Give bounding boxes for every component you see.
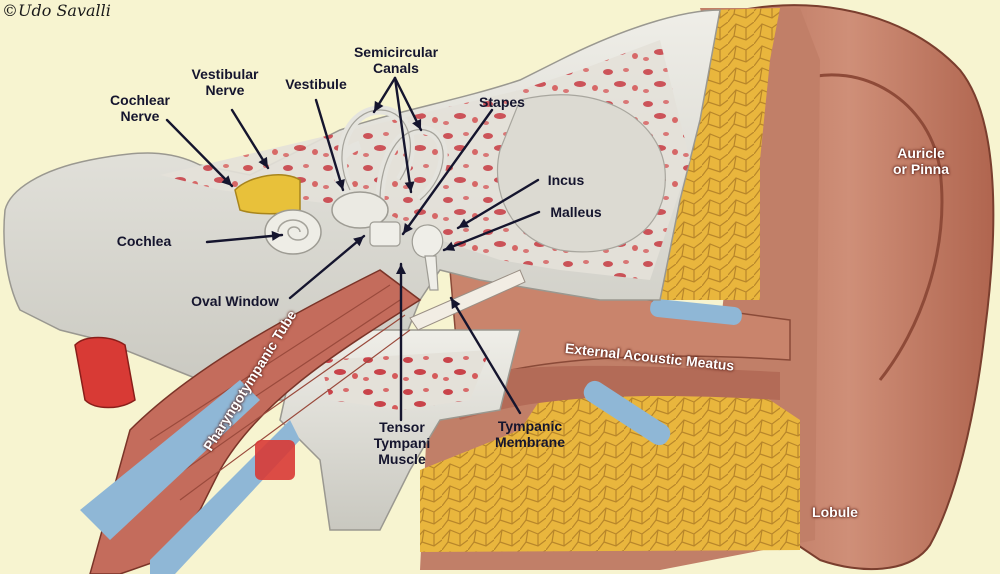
cochlea-shape	[264, 209, 322, 255]
arrowhead-stapes	[403, 222, 413, 234]
nerve-bundle	[234, 174, 301, 215]
leader-cochlear-nerve	[165, 118, 234, 188]
artery-lower	[255, 440, 295, 480]
auricle-inner-fold	[799, 73, 944, 381]
label-stapes: Stapes	[479, 94, 525, 110]
leader-vestibular-nerve	[230, 108, 270, 170]
leader-stapes	[401, 108, 494, 236]
arrowhead-tensor-tympani	[396, 264, 406, 274]
label-vestibule: Vestibule	[285, 76, 347, 92]
label-tensor-tympani-muscle: Tensor Tympani Muscle	[373, 419, 431, 467]
pharyngotympanic-tube-muscle	[89, 269, 422, 574]
leader-incus	[456, 178, 540, 230]
label-semicircular-canals: Semicircular Canals	[353, 44, 439, 76]
arrowhead-vestibular-nerve	[258, 156, 268, 168]
arrowhead-cochlea	[271, 230, 282, 241]
label-auricle: Auricle or Pinna	[892, 145, 949, 177]
arrowhead-semicircular-3	[412, 118, 422, 130]
label-tympanic-membrane: Tympanic Membrane	[494, 418, 566, 450]
arrowhead-tympanic-membrane	[451, 298, 461, 310]
label-vestibular-nerve: Vestibular Nerve	[191, 66, 259, 98]
cartilage-bar-lower	[583, 380, 671, 446]
leader-lines	[165, 76, 541, 422]
tympanic-membrane-shape	[409, 269, 526, 331]
leader-oval-window	[288, 234, 366, 300]
label-cochlea: Cochlea	[116, 233, 172, 249]
leader-cochlea	[205, 233, 284, 244]
label-incus: Incus	[547, 172, 585, 188]
pharyngotympanic-tube-blue	[80, 380, 260, 540]
leader-vestibule	[314, 98, 345, 192]
leader-tympanic-membrane	[449, 296, 522, 415]
arrowhead-malleus	[444, 241, 456, 251]
arrowhead-oval-window	[353, 236, 364, 247]
label-oval-window: Oval Window	[191, 293, 279, 309]
auricle-shape	[702, 4, 995, 571]
arrowhead-semicircular-1	[374, 100, 384, 112]
label-malleus: Malleus	[550, 204, 602, 220]
artery	[74, 336, 136, 409]
label-lobule: Lobule	[812, 504, 858, 520]
arrowhead-cochlear-nerve	[221, 175, 232, 186]
vestibule-shape	[331, 191, 389, 229]
fat-tissue-lower	[420, 382, 800, 552]
leader-malleus	[442, 210, 541, 252]
arrowhead-incus	[458, 218, 470, 228]
arrowhead-semicircular-2	[404, 181, 415, 192]
arrowhead-vestibule	[335, 178, 345, 190]
cartilage-bar-upper	[650, 299, 742, 325]
muscle-stripes	[149, 284, 411, 501]
copyright-credit: ©Udo Savalli	[2, 1, 111, 20]
arrowheads	[221, 100, 470, 310]
label-cochlear-nerve: Cochlear Nerve	[110, 92, 170, 124]
ossicles	[369, 221, 444, 291]
semicircular-canals-outline	[341, 109, 444, 201]
